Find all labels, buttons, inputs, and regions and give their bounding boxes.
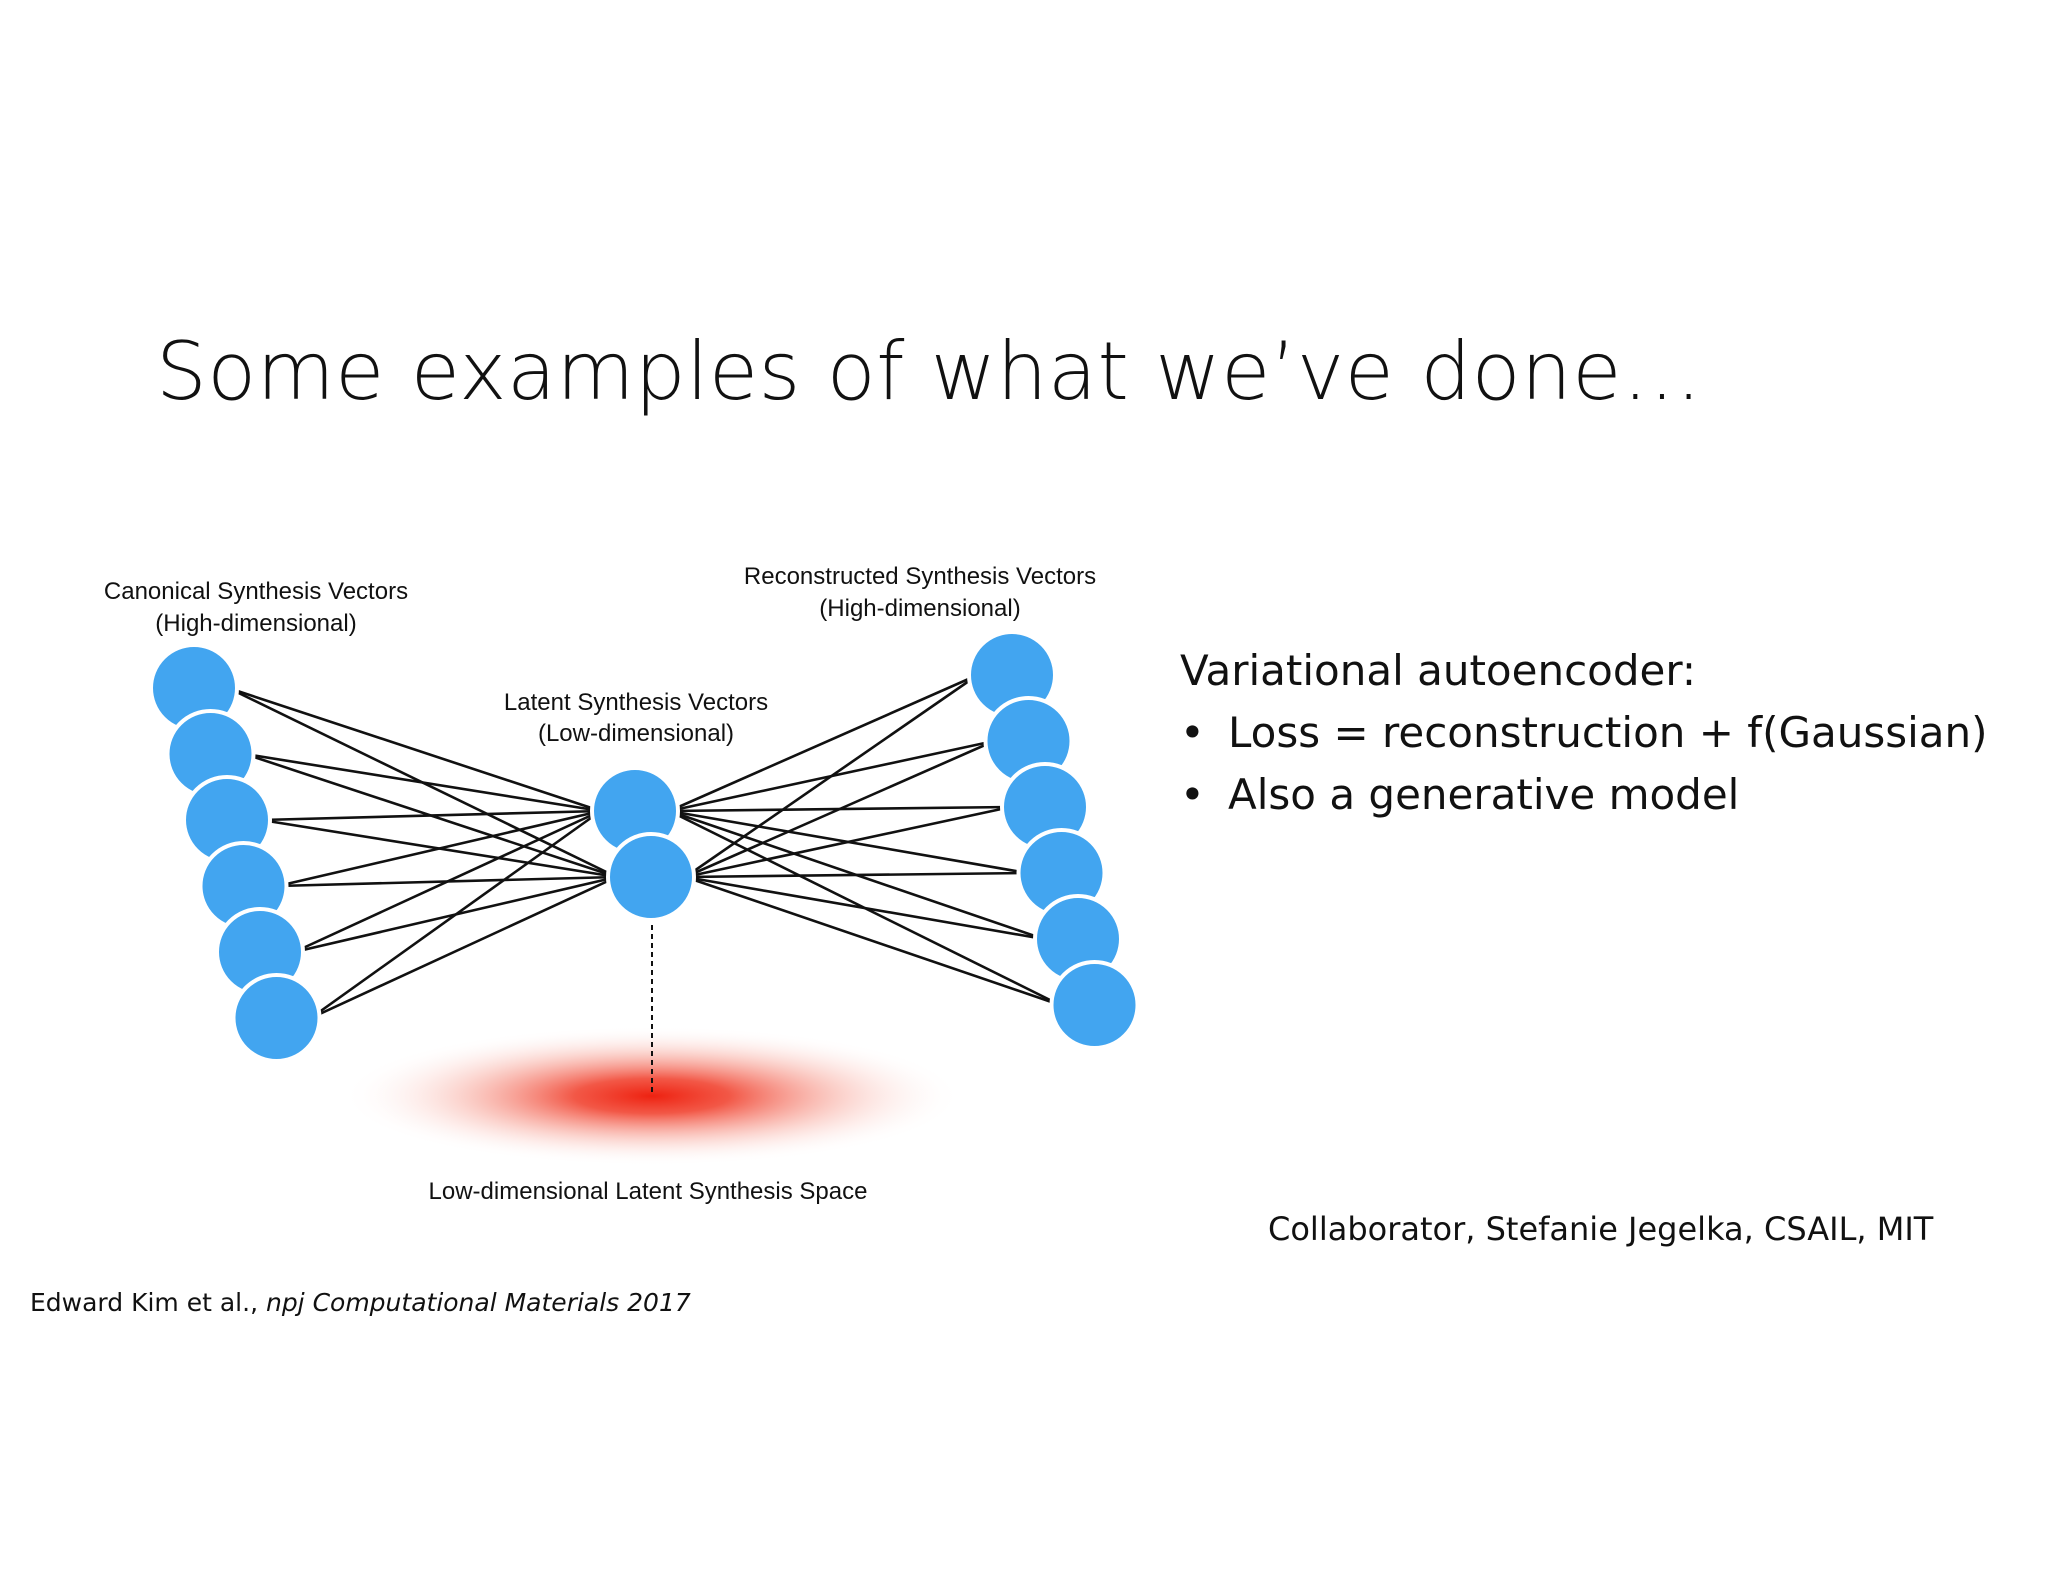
edge-latent-2-output-5 xyxy=(685,875,1044,941)
output-layer-label: Reconstructed Synthesis Vectors xyxy=(744,563,1096,590)
edge-latent-2-output-3 xyxy=(685,805,1011,879)
output-node-6 xyxy=(1049,960,1140,1050)
input-layer-sublabel: (High-dimensional) xyxy=(155,610,356,637)
edge-latent-1-output-1 xyxy=(668,673,979,813)
edge-input-6-latent-1 xyxy=(310,809,602,1020)
latent-node-2 xyxy=(606,832,696,922)
latent-layer-sublabel: (Low-dimensional) xyxy=(538,720,734,747)
edge-input-5-latent-1 xyxy=(293,809,602,954)
latent-layer-label: Latent Synthesis Vectors xyxy=(504,689,768,716)
latent-space-distribution xyxy=(342,1026,962,1166)
network-edges xyxy=(227,673,1061,1020)
citation-authors: Edward Kim et al., xyxy=(30,1288,266,1317)
output-layer-sublabel: (High-dimensional) xyxy=(819,595,1020,622)
edge-input-1-latent-1 xyxy=(227,686,602,813)
input-node-6 xyxy=(231,973,322,1063)
bullet-loss: Loss = reconstruction + f(Gaussian) xyxy=(1180,702,1988,764)
edge-latent-2-output-6 xyxy=(684,875,1061,1007)
citation-journal: npj Computational Materials 2017 xyxy=(265,1288,691,1317)
slide-title: Some examples of what we’ve done… xyxy=(156,325,1703,418)
vae-heading: Variational autoencoder: xyxy=(1180,646,1697,695)
edge-input-4-latent-1 xyxy=(277,809,601,888)
latent-space-label: Low-dimensional Latent Synthesis Space xyxy=(429,1178,868,1205)
vae-bullet-list: Loss = reconstruction + f(Gaussian) Also… xyxy=(1180,702,1988,826)
edge-input-2-latent-1 xyxy=(244,752,601,813)
edge-latent-2-output-1 xyxy=(684,673,979,879)
citation: Edward Kim et al., npj Computational Mat… xyxy=(30,1288,691,1317)
bullet-generative: Also a generative model xyxy=(1180,764,1988,826)
edge-latent-2-output-2 xyxy=(684,739,995,879)
edge-latent-2-output-4 xyxy=(685,871,1028,879)
edge-input-3-latent-1 xyxy=(261,809,601,822)
input-layer-label: Canonical Synthesis Vectors xyxy=(104,578,408,605)
collaborator-credit: Collaborator, Stefanie Jegelka, CSAIL, M… xyxy=(1268,1210,1934,1248)
network-nodes xyxy=(149,630,1140,1063)
edge-input-6-latent-2 xyxy=(310,875,618,1020)
vae-description: Variational autoencoder: Loss = reconstr… xyxy=(1180,640,1988,826)
